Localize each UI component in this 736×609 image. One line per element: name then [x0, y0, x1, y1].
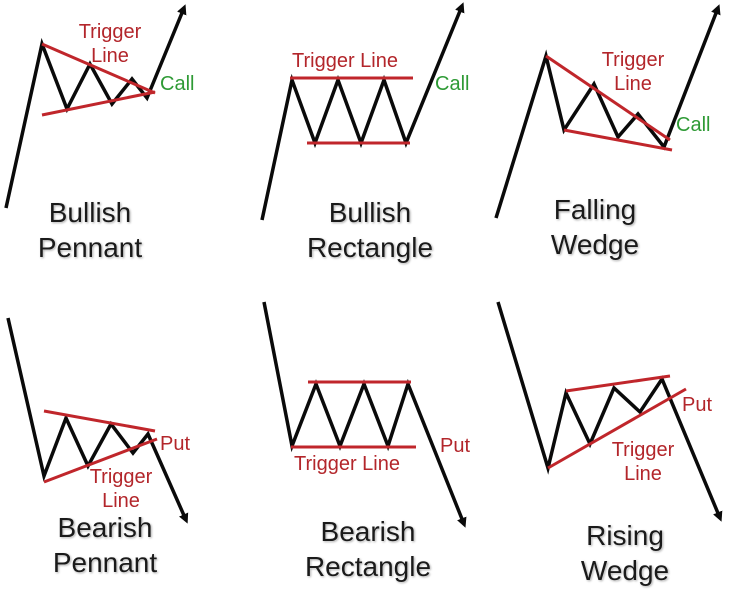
call-label: Call	[160, 73, 195, 95]
trigger-label: Trigger Line	[294, 453, 400, 475]
put-label: Put	[440, 435, 471, 457]
pattern-title: Bearish Pennant	[30, 510, 180, 580]
trigger-label-line1: Trigger	[601, 49, 665, 71]
bullish-pennant-pattern	[4, 4, 187, 209]
pattern-title-line1: Bullish	[48, 197, 132, 228]
trigger-label-line2: Line	[614, 73, 652, 95]
put-label: Put	[682, 394, 713, 416]
pattern-title: Rising Wedge	[565, 518, 685, 588]
trigger-label-line1: Trigger	[611, 439, 675, 461]
pattern-title: Bullish Rectangle	[290, 195, 450, 265]
pattern-title-line1: Bearish	[57, 512, 153, 543]
call-label: Call	[435, 73, 470, 95]
pattern-title-line2: Wedge	[550, 229, 640, 260]
trigger-label-line2: Line	[91, 45, 129, 67]
trigger-label-line1: Trigger	[78, 21, 142, 43]
pattern-title-line1: Falling	[553, 194, 637, 225]
pattern-title-line1: Bearish	[320, 516, 416, 547]
pattern-title: Falling Wedge	[530, 192, 660, 262]
falling-wedge-pattern	[494, 4, 721, 219]
pattern-title-line2: Pennant	[37, 232, 143, 263]
price-line	[260, 2, 465, 221]
rising-wedge-pattern	[496, 301, 723, 522]
pattern-title-line1: Rising	[586, 520, 664, 551]
pattern-title-line2: Rectangle	[304, 551, 432, 582]
trigger-line	[547, 387, 687, 470]
trigger-line	[41, 42, 156, 95]
trigger-label: Trigger Line	[602, 438, 684, 486]
price-line	[6, 317, 189, 524]
bullish-rectangle-pattern	[260, 2, 465, 221]
trigger-label-line2: Line	[102, 490, 140, 512]
trigger-label-line1: Trigger	[89, 466, 153, 488]
trigger-label: Trigger Line	[80, 465, 162, 513]
price-line	[262, 301, 467, 528]
put-label: Put	[160, 433, 191, 455]
pattern-title-line2: Wedge	[580, 555, 670, 586]
support-line	[41, 90, 156, 117]
price-line	[496, 301, 723, 522]
support-line	[563, 128, 673, 152]
trigger-line	[545, 54, 671, 142]
support-line	[43, 409, 156, 433]
trigger-label: Trigger Line	[70, 20, 150, 68]
pattern-title-line2: Pennant	[52, 547, 158, 578]
bearish-rectangle-pattern	[262, 301, 467, 528]
call-label: Call	[676, 114, 711, 136]
pattern-title-line1: Bullish	[328, 197, 412, 228]
pattern-title: Bullish Pennant	[20, 195, 160, 265]
trigger-label: Trigger Line	[292, 50, 398, 72]
trigger-label-line2: Line	[624, 463, 662, 485]
pattern-title-line2: Rectangle	[306, 232, 434, 263]
price-line	[494, 4, 721, 219]
trigger-label: Trigger Line	[592, 48, 674, 96]
support-line	[565, 374, 671, 393]
bearish-pennant-pattern	[6, 317, 189, 524]
trigger-line	[43, 437, 158, 484]
pattern-title: Bearish Rectangle	[288, 514, 448, 584]
